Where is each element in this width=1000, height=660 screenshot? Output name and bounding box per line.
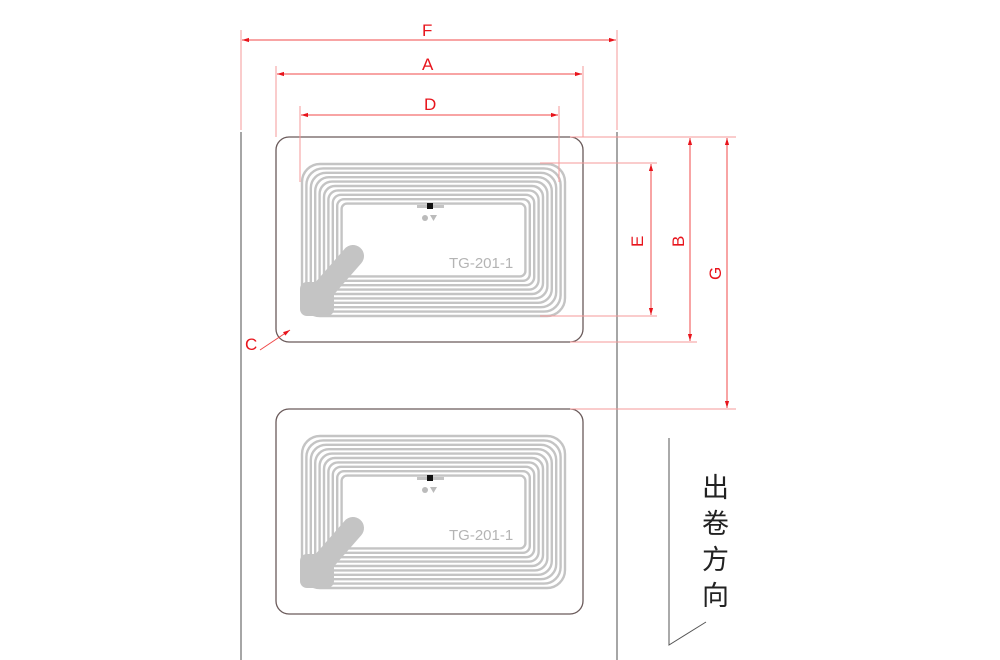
- direction-char-1: 出: [702, 473, 729, 504]
- dim-label-D: D: [424, 95, 436, 114]
- triangle-mark-icon: [430, 487, 437, 493]
- dim-label-E: E: [628, 236, 647, 247]
- dim-C: [259, 329, 291, 351]
- direction-char-2: 卷: [702, 509, 729, 540]
- chip-icon: [427, 203, 433, 209]
- model-number: TG-201-1: [449, 527, 513, 544]
- triangle-mark-icon: [430, 215, 437, 221]
- dimension-lines: [242, 37, 730, 408]
- rfid-inlay-label: TG-201-1: [275, 408, 584, 615]
- dim-label-B: B: [669, 236, 688, 247]
- chip-icon: [427, 475, 433, 481]
- circle-mark-icon: [422, 487, 428, 493]
- circle-mark-icon: [422, 215, 428, 221]
- direction-char-3: 方: [702, 545, 729, 576]
- direction-char-4: 向: [702, 581, 729, 612]
- antenna-coil: [300, 434, 567, 590]
- dim-label-C: C: [245, 335, 257, 354]
- rfid-inlay-label: TG-201-1: [275, 136, 584, 343]
- antenna-coil: [300, 162, 567, 318]
- feed-direction-arrow: [668, 438, 707, 646]
- antenna-pad: [300, 554, 334, 588]
- model-number: TG-201-1: [449, 255, 513, 272]
- dim-label-F: F: [422, 21, 432, 40]
- antenna-pad: [300, 282, 334, 316]
- dim-label-A: A: [422, 55, 434, 74]
- extension-lines: [240, 30, 736, 410]
- dim-label-G: G: [706, 267, 725, 280]
